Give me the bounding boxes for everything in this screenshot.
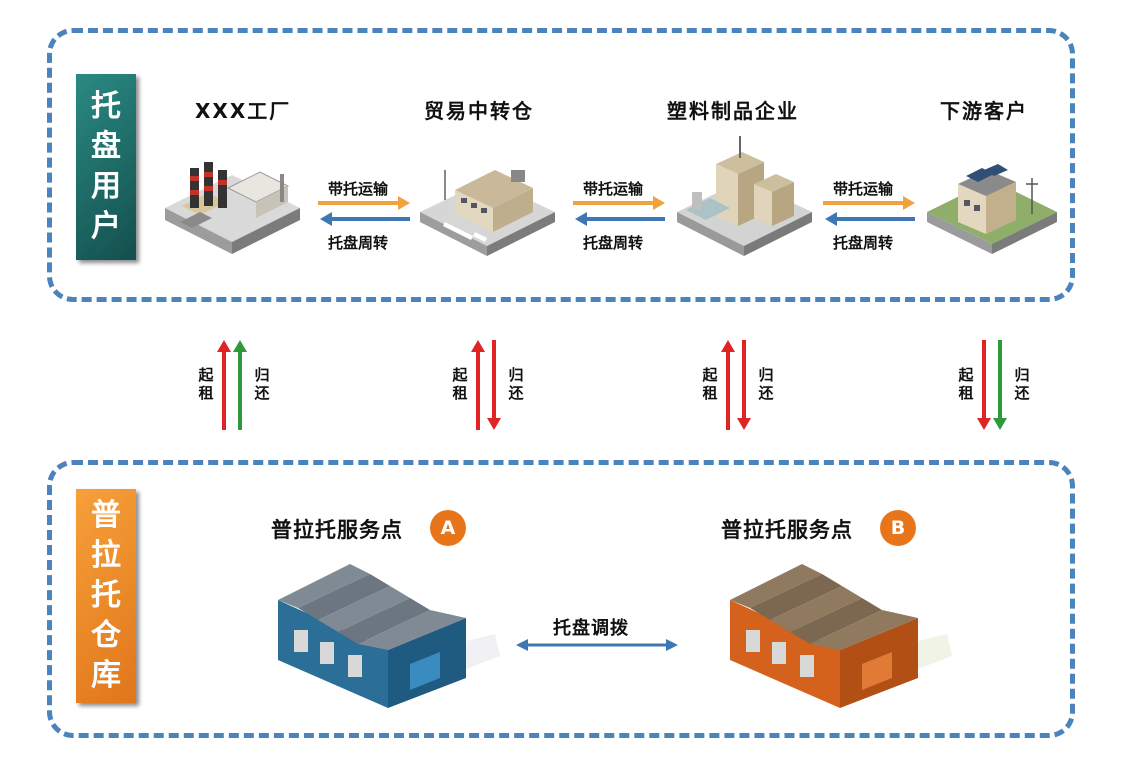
users-tab-char: 托 [91, 89, 121, 124]
warehouse-panel-tab: 普 拉 托 仓 库 [76, 489, 136, 703]
rent-arrow [977, 340, 991, 430]
forward-arrow [823, 196, 915, 210]
rent-arrow [471, 340, 485, 430]
backward-arrow [825, 212, 915, 226]
warehouse-tab-char: 拉 [91, 538, 121, 573]
rent-arrow [217, 340, 231, 430]
link-forward-label: 带托运输 [583, 180, 644, 198]
transfer-label: 托盘调拨 [553, 618, 629, 639]
return-label: 归还 [508, 366, 524, 402]
warehouse-tab-char: 库 [91, 658, 121, 693]
link-forward-label: 带托运输 [328, 180, 389, 198]
warehouse-b-icon [730, 564, 952, 708]
users-tab-char: 盘 [91, 129, 121, 164]
factory-icon [165, 162, 300, 254]
return-arrow [737, 340, 751, 430]
users-panel-border [47, 28, 1075, 302]
warehouse-a-icon [278, 564, 500, 708]
return-label: 归还 [254, 366, 270, 402]
rent-label: 起租 [452, 366, 468, 402]
users-panel-tab: 托 盘 用 户 [76, 74, 136, 260]
backward-arrow [575, 212, 665, 226]
downstream-customer-icon [927, 164, 1057, 254]
service-point-b-title: 普拉托服务点 [721, 518, 853, 542]
return-arrow [233, 340, 247, 430]
rent-label: 起租 [198, 366, 214, 402]
forward-arrow [318, 196, 410, 210]
transit-warehouse-icon [420, 170, 555, 256]
link-backward-label: 托盘周转 [328, 234, 389, 252]
warehouse-tab-char: 仓 [91, 618, 121, 653]
link-backward-label: 托盘周转 [583, 234, 644, 252]
service-point-a-title: 普拉托服务点 [271, 518, 403, 542]
backward-arrow [320, 212, 410, 226]
return-label: 归还 [1014, 366, 1030, 402]
warehouse-panel-border [47, 460, 1075, 738]
rent-label: 起租 [702, 366, 718, 402]
node-title-factory: XXX工厂 [195, 99, 292, 123]
warehouse-tab-char: 托 [91, 578, 121, 613]
return-arrow [993, 340, 1007, 430]
service-point-a-badge: A [430, 510, 466, 546]
plastics-company-icon [677, 136, 812, 256]
rent-label: 起租 [958, 366, 974, 402]
return-label: 归还 [758, 366, 774, 402]
link-forward-label: 带托运输 [833, 180, 894, 198]
return-arrow [487, 340, 501, 430]
node-title-plastics-company: 塑料制品企业 [667, 99, 799, 123]
rent-arrow [721, 340, 735, 430]
forward-arrow [573, 196, 665, 210]
node-title-downstream-customer: 下游客户 [940, 99, 1028, 123]
service-point-b-badge: B [880, 510, 916, 546]
link-backward-label: 托盘周转 [833, 234, 894, 252]
users-tab-char: 户 [91, 209, 121, 244]
warehouse-tab-char: 普 [91, 498, 121, 533]
node-title-transit-warehouse: 贸易中转仓 [424, 99, 534, 123]
users-tab-char: 用 [91, 169, 121, 204]
